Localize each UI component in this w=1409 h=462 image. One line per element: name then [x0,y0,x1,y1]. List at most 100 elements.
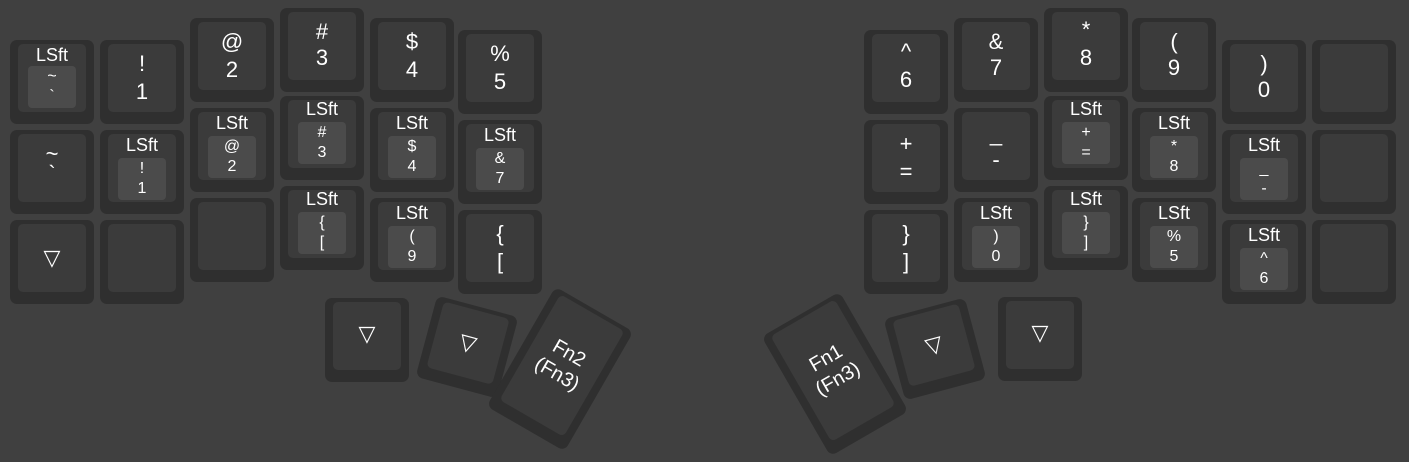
shift-legend: { [319,214,325,231]
shift-legend: @ [223,138,241,155]
hold-label: LSft [1247,225,1281,245]
base-legend: 6 [899,67,913,92]
base-legend: 4 [405,57,419,82]
key-caret[interactable]: ^ 6 [864,30,948,114]
key-star[interactable]: * 8 [1044,8,1128,92]
thumb-key-2[interactable]: ▽ [883,297,987,401]
hold-label: LSft [305,189,339,209]
shift-legend: ) [1260,51,1268,76]
triangle-icon: ▽ [358,321,376,346]
key-minus[interactable]: _ - [954,108,1038,192]
key-lsft-rparen[interactable]: LSft ) 0 [954,198,1038,282]
base-legend: - [1261,180,1267,197]
hold-label: LSft [1069,189,1103,209]
base-legend: 4 [407,158,417,175]
key-lsft-star[interactable]: LSft * 8 [1132,108,1216,192]
base-legend: 2 [225,57,239,82]
key-percent[interactable]: % 5 [458,30,542,114]
key-lsft-rbrace[interactable]: LSft } ] [1044,186,1128,270]
key-lsft-amp[interactable]: LSft & 7 [458,120,542,204]
key-rparen[interactable]: ) 0 [1222,40,1306,124]
thumb-key-1[interactable]: ▽ [325,298,409,382]
key-blank[interactable] [1312,40,1396,124]
key-lsft-paren[interactable]: LSft ( 9 [370,198,454,282]
base-legend: = [899,159,913,184]
key-tilde[interactable]: ~ ` [10,130,94,214]
shift-legend: ^ [900,39,912,64]
base-legend: = [1081,144,1091,161]
key-dollar[interactable]: $ 4 [370,18,454,102]
key-plus[interactable]: + = [864,120,948,204]
key-lsft-hash[interactable]: LSft # 3 [280,96,364,180]
key-lsft-dollar[interactable]: LSft $ 4 [370,108,454,192]
thumb-key-fn1[interactable]: Fn1 (Fn3) [761,291,909,457]
shift-legend: # [317,124,327,141]
key-rbrace[interactable]: } ] [864,210,948,294]
key-lsft-minus[interactable]: LSft _ - [1222,130,1306,214]
shift-legend: ~ [45,141,59,166]
hold-label: LSft [979,203,1013,223]
key-lsft-at[interactable]: LSft @ 2 [190,108,274,192]
base-legend: 8 [1169,158,1179,175]
hold-label: LSft [1069,99,1103,119]
shift-legend: @ [220,29,244,54]
key-bang[interactable]: ! 1 [100,40,184,124]
key-lsft-plus[interactable]: LSft + = [1044,96,1128,180]
base-legend: 6 [1259,270,1269,287]
shift-legend: ^ [1260,250,1268,267]
shift-legend: } [902,221,910,246]
base-legend: 8 [1079,45,1093,70]
key-lsft-bang[interactable]: LSft ! 1 [100,130,184,214]
shift-legend: * [1081,17,1091,42]
shift-legend: ( [409,228,415,245]
hold-label: LSft [125,135,159,155]
shift-legend: ! [139,160,145,177]
shift-legend: ! [138,51,146,76]
shift-legend: & [988,29,1004,54]
key-blank[interactable] [100,220,184,304]
key-lparen[interactable]: ( 9 [1132,18,1216,102]
key-lsft-caret[interactable]: LSft ^ 6 [1222,220,1306,304]
shift-legend: { [496,221,504,246]
base-legend: 5 [493,69,507,94]
key-lsft-tilde[interactable]: LSft ~ ` [10,40,94,124]
key-amp[interactable]: & 7 [954,18,1038,102]
key-hash[interactable]: # 3 [280,8,364,92]
base-legend: 7 [989,55,1003,80]
shift-legend: $ [407,138,417,155]
key-lsft-percent[interactable]: LSft % 5 [1132,198,1216,282]
shift-legend: $ [405,29,419,54]
base-legend: 5 [1169,248,1179,265]
shift-legend: % [1166,228,1182,245]
base-legend: 7 [495,170,505,187]
hold-label: LSft [395,113,429,133]
key-blank[interactable] [1312,130,1396,214]
base-legend: - [992,147,1000,172]
shift-legend: ~ [47,68,57,85]
key-trans[interactable]: ▽ [10,220,94,304]
base-legend: 9 [1167,55,1181,80]
hold-label: LSft [483,125,517,145]
shift-legend: % [490,41,510,66]
hold-label: LSft [1157,203,1191,223]
base-legend: ` [49,88,55,105]
shift-legend: ) [993,228,999,245]
shift-legend: + [1081,124,1091,141]
base-legend: 2 [227,158,237,175]
shift-legend: _ [989,121,1003,146]
key-blank[interactable] [1312,220,1396,304]
thumb-key-3[interactable]: ▽ [998,297,1082,381]
hold-label: LSft [1247,135,1281,155]
key-lsft-brace[interactable]: LSft { [ [280,186,364,270]
key-blank[interactable] [190,198,274,282]
thumb-key-fn2[interactable]: Fn2 (Fn3) [486,286,634,452]
base-legend: 3 [315,45,329,70]
key-at[interactable]: @ 2 [190,18,274,102]
key-brace[interactable]: { [ [458,210,542,294]
base-legend: [ [319,234,325,251]
base-legend: 3 [317,144,327,161]
shift-legend: } [1083,214,1089,231]
base-legend: ` [48,161,56,186]
base-legend: 0 [991,248,1001,265]
hold-label: LSft [1157,113,1191,133]
